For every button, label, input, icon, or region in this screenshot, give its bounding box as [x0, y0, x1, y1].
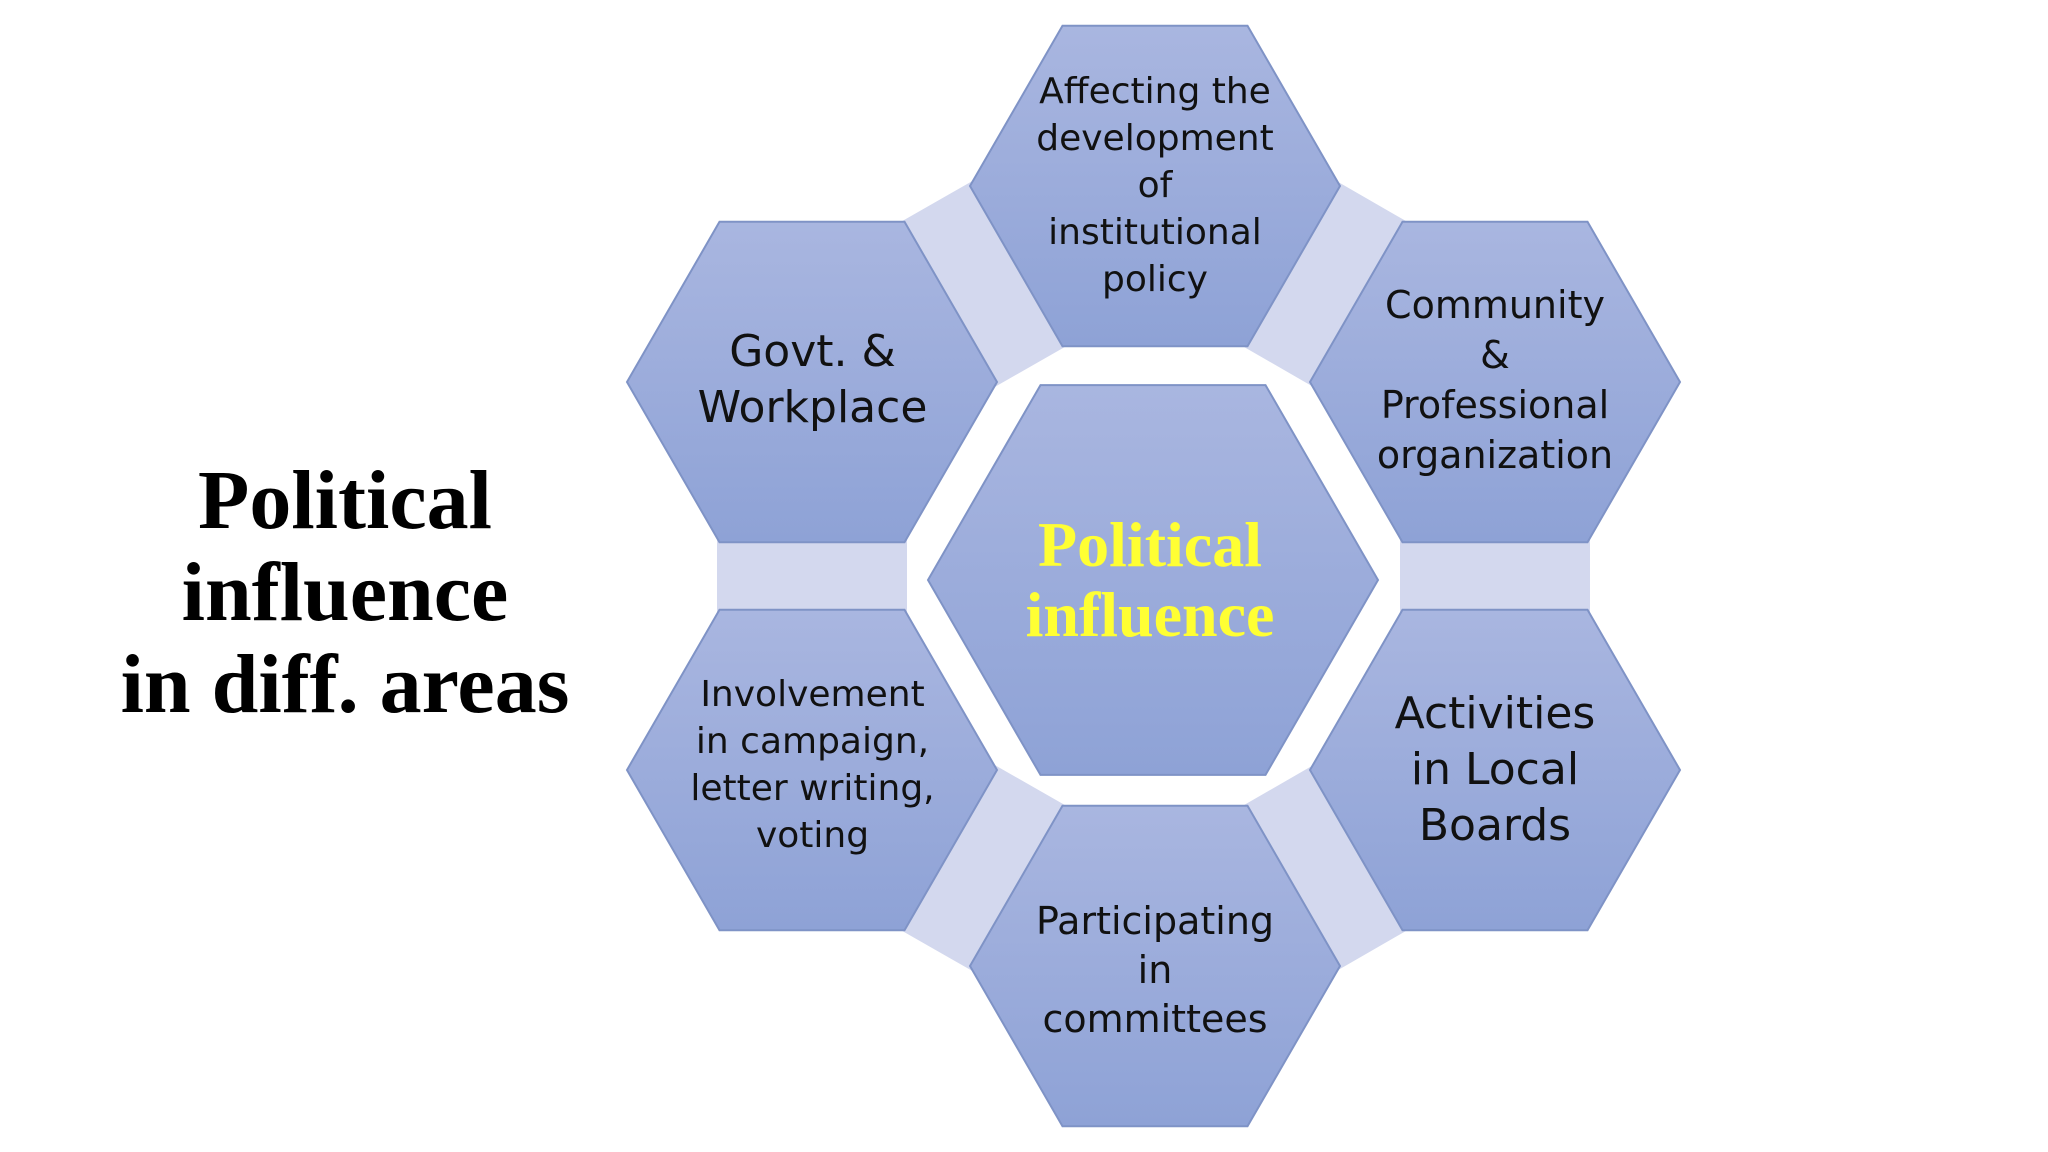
top-label-line-3: of — [1137, 164, 1173, 206]
hexagon-label-bottom: Participating in committees — [1000, 870, 1310, 1070]
slide-title-line-2: influence — [181, 546, 509, 639]
lower-right-label-line-3: Boards — [1418, 800, 1572, 851]
upper-right-label-line-2: & — [1480, 333, 1510, 377]
lower-right-label-line-2: in Local — [1410, 744, 1580, 795]
lower-left-label-line-4: voting — [755, 815, 870, 856]
hexagon-label-lower-left: Involvement in campaign, letter writing,… — [650, 650, 975, 880]
slide-title-line-3: in diff. areas — [120, 638, 570, 731]
hexagon-label-upper-right: Community & Professional organization — [1340, 260, 1650, 500]
hexagon-label-upper-left: Govt. & Workplace — [650, 310, 975, 450]
upper-right-label-line-3: Professional — [1380, 383, 1610, 427]
upper-right-label-line-4: organization — [1376, 433, 1614, 477]
upper-right-label-line-1: Community — [1385, 283, 1605, 327]
center-label-line-1: Political — [1038, 509, 1262, 580]
hexagon-label-lower-right: Activities in Local Boards — [1340, 660, 1650, 880]
top-label-line-4: institutional — [1048, 211, 1262, 253]
center-label-line-2: influence — [1025, 579, 1275, 650]
center-hexagon-label: Political influence — [940, 480, 1360, 680]
hexagon-upper-right — [1308, 220, 1682, 544]
hexagon-lower-left — [625, 608, 999, 932]
lower-left-label-line-3: letter writing, — [690, 768, 935, 809]
hexagon-label-top: Affecting the development of institution… — [1000, 60, 1310, 310]
bottom-label-line-3: committees — [1042, 996, 1268, 1041]
top-label-line-1: Affecting the — [1039, 70, 1271, 112]
upper-left-label-line-2: Workplace — [697, 382, 928, 433]
hexagon-center — [926, 384, 1380, 776]
slide-title-line-1: Political — [198, 454, 492, 547]
lower-left-label-line-1: Involvement — [700, 674, 925, 715]
hexagon-top — [968, 24, 1342, 348]
hexagons — [625, 24, 1682, 1128]
slide-title: Political influence in diff. areas — [90, 455, 600, 731]
lower-right-label-line-1: Activities — [1394, 688, 1596, 739]
top-label-line-5: policy — [1102, 258, 1208, 300]
bottom-label-line-1: Participating — [1035, 898, 1275, 943]
bottom-label-line-2: in — [1137, 947, 1173, 992]
hexagon-lower-right — [1308, 608, 1682, 932]
lower-left-label-line-2: in campaign, — [695, 721, 930, 762]
top-label-line-2: development — [1036, 117, 1274, 159]
hexagon-bottom — [968, 804, 1342, 1128]
upper-left-label-line-1: Govt. & — [729, 326, 896, 377]
hexagon-upper-left — [625, 220, 999, 544]
